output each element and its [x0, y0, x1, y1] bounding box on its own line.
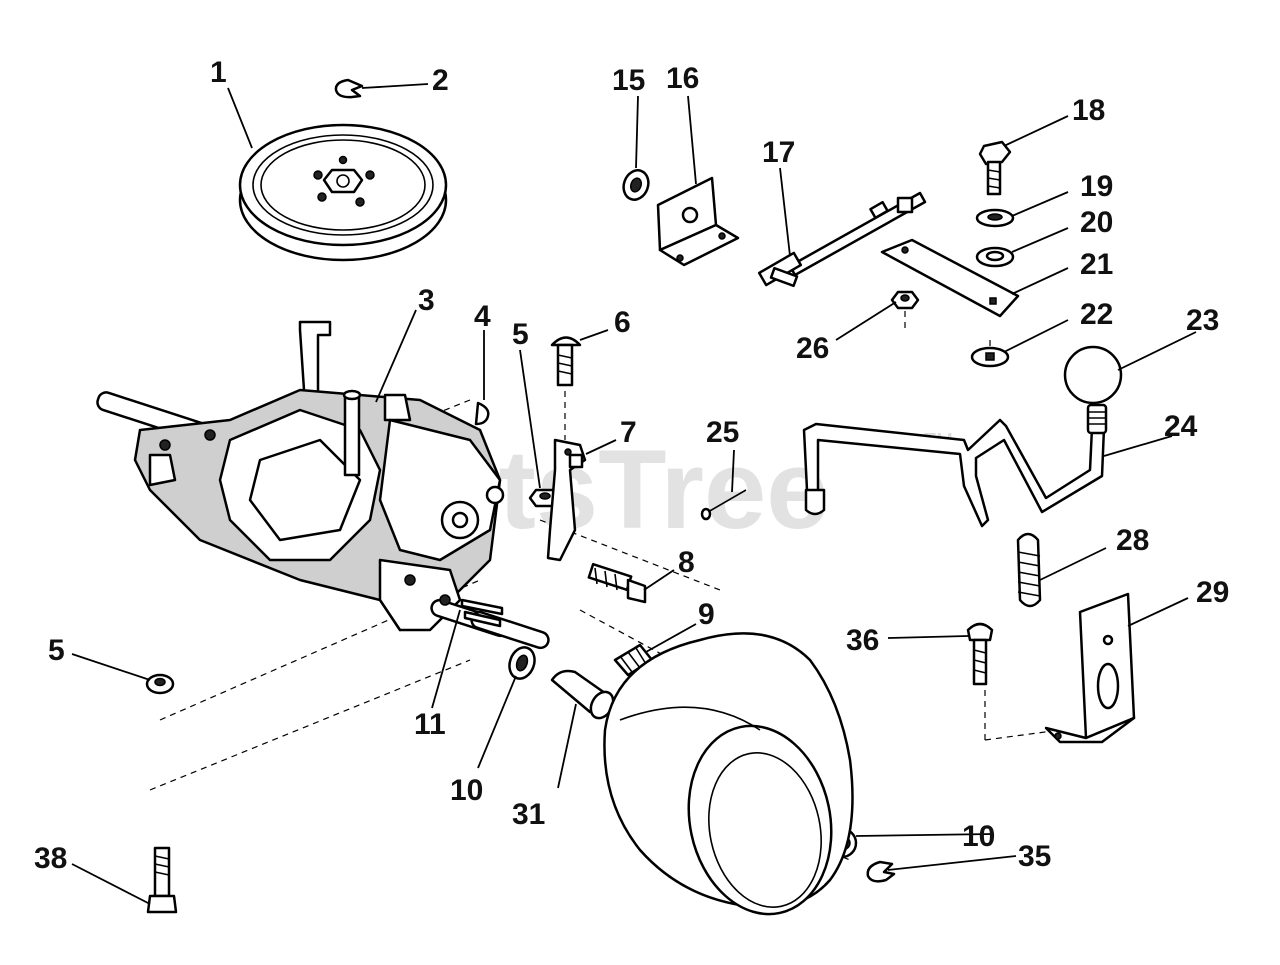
bolt-part-36	[966, 622, 994, 686]
pulley-part-1	[238, 123, 448, 262]
callout-4: 4	[474, 300, 491, 333]
callout-15: 15	[612, 64, 645, 97]
bolt-part-18	[978, 140, 1012, 196]
callout-31: 31	[512, 798, 545, 831]
callout-23: 23	[1186, 304, 1219, 337]
bolt-part-38	[146, 846, 178, 914]
washer-part-15	[622, 169, 650, 201]
callout-24: 24	[1164, 410, 1198, 443]
callout-2: 2	[432, 64, 449, 97]
callout-labels: 1 2 3 4 5 5 6 7 8 9 10 10 11 15 16 17 18…	[34, 56, 1229, 875]
bracket-part-7	[546, 438, 587, 562]
callout-8: 8	[678, 546, 695, 579]
callout-25: 25	[706, 416, 739, 449]
e-clip-part-35	[866, 860, 896, 883]
callout-10-left: 10	[450, 774, 483, 807]
shift-rod-part-24	[802, 403, 1108, 528]
callout-35: 35	[1018, 840, 1051, 873]
callout-9: 9	[698, 598, 715, 631]
angle-bracket-part-16	[656, 176, 740, 267]
tire-wheel	[603, 632, 854, 916]
knob-part-23	[1063, 345, 1123, 405]
callout-20: 20	[1080, 206, 1113, 239]
cotter-pin-part-25	[700, 489, 747, 521]
callout-5-right: 5	[512, 318, 529, 351]
callout-26: 26	[796, 332, 829, 365]
callout-16: 16	[666, 62, 699, 95]
spacer-part-31	[550, 669, 615, 720]
carriage-bolt-part-6	[550, 336, 582, 387]
nut-part-26	[890, 290, 920, 310]
callout-7: 7	[620, 416, 637, 449]
nut-part-5-left	[145, 673, 175, 695]
callout-17: 17	[762, 136, 795, 169]
callout-6: 6	[614, 306, 631, 339]
callout-18: 18	[1072, 94, 1105, 127]
rod-part-17	[757, 191, 927, 288]
callout-38: 38	[34, 842, 67, 875]
bracket-plate-part-29	[1044, 592, 1136, 744]
callout-1: 1	[210, 56, 227, 89]
callout-36: 36	[846, 624, 879, 657]
washer-part-10-left	[508, 646, 536, 680]
spring-part-28	[1016, 532, 1042, 608]
callout-28: 28	[1116, 524, 1149, 557]
leader-lines	[71, 83, 1197, 905]
washer-part-22	[970, 346, 1010, 368]
washer-part-20	[975, 246, 1015, 268]
e-clip-part-2	[334, 78, 364, 99]
callout-11: 11	[414, 708, 446, 741]
callout-29: 29	[1196, 576, 1229, 609]
callout-22: 22	[1080, 298, 1113, 331]
bar-part-21	[880, 238, 1020, 318]
callout-10-right: 10	[962, 820, 995, 853]
callout-21: 21	[1080, 248, 1113, 281]
callout-19: 19	[1080, 170, 1113, 203]
bolt-part-8	[587, 562, 647, 604]
transaxle-assembly	[96, 320, 550, 650]
callout-5-left: 5	[48, 634, 65, 667]
callout-3: 3	[418, 284, 435, 317]
washer-part-19	[975, 208, 1015, 228]
